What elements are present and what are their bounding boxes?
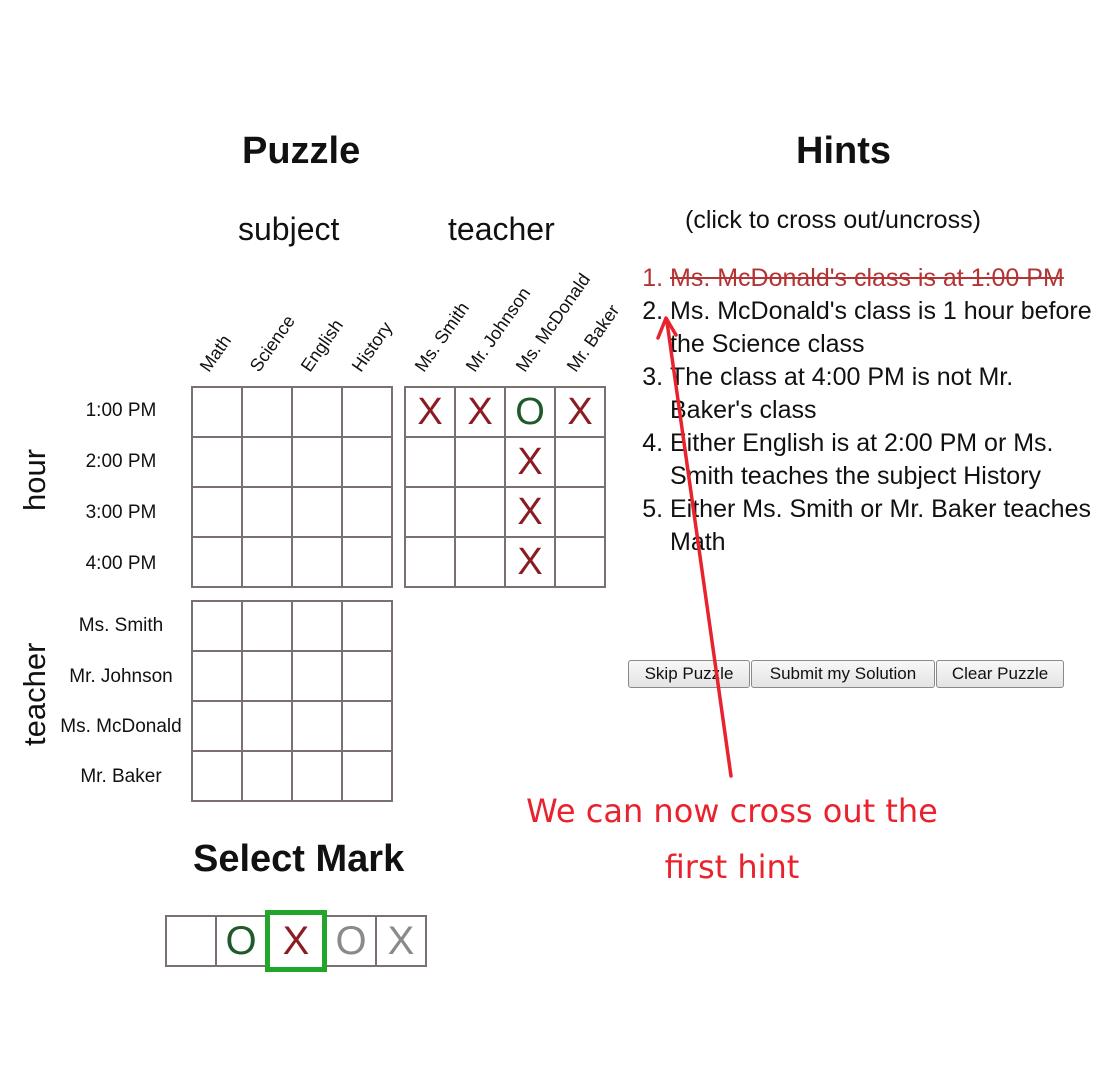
grid-cell[interactable] xyxy=(292,701,342,751)
row-label-ms-mcdonald: Ms. McDonald xyxy=(60,716,182,737)
grid-cell[interactable] xyxy=(342,751,392,801)
grid-cell[interactable] xyxy=(455,487,505,537)
hint-item[interactable]: Either Ms. Smith or Mr. Baker teaches Ma… xyxy=(670,493,1100,559)
blank-mark-option[interactable] xyxy=(165,915,217,967)
grid-cell[interactable] xyxy=(342,487,392,537)
grid-teacher-subject xyxy=(191,600,393,802)
grid-cell[interactable] xyxy=(192,751,242,801)
grid-cell[interactable]: O xyxy=(505,387,555,437)
grid-cell[interactable] xyxy=(242,701,292,751)
grid-cell[interactable] xyxy=(405,537,455,587)
row-label-mr-baker: Mr. Baker xyxy=(80,766,162,787)
gray-x-mark-option[interactable]: X xyxy=(375,915,427,967)
grid-cell[interactable] xyxy=(192,387,242,437)
grid-cell[interactable] xyxy=(405,487,455,537)
grid-cell[interactable] xyxy=(192,537,242,587)
skip-puzzle-button[interactable]: Skip Puzzle xyxy=(628,660,750,688)
grid-cell[interactable]: X xyxy=(455,387,505,437)
clear-puzzle-button[interactable]: Clear Puzzle xyxy=(936,660,1064,688)
grid-cell[interactable] xyxy=(555,487,605,537)
grid-cell[interactable] xyxy=(292,537,342,587)
x-mark-option[interactable]: X xyxy=(265,910,327,972)
grid-hour-subject xyxy=(191,386,393,588)
grid-cell[interactable] xyxy=(342,701,392,751)
grid-cell[interactable] xyxy=(292,651,342,701)
column-group-subject: subject xyxy=(238,211,340,247)
grid-cell[interactable] xyxy=(342,601,392,651)
grid-cell[interactable]: X xyxy=(555,387,605,437)
puzzle-title: Puzzle xyxy=(242,130,361,172)
grid-cell[interactable] xyxy=(242,387,292,437)
grid-cell[interactable] xyxy=(192,701,242,751)
grid-cell[interactable] xyxy=(242,437,292,487)
column-group-teacher: teacher xyxy=(448,211,555,247)
hint-item[interactable]: Ms. McDonald's class is at 1:00 PM xyxy=(670,262,1100,295)
grid-cell[interactable] xyxy=(342,537,392,587)
grid-cell[interactable] xyxy=(192,437,242,487)
annotation-text: We can now cross out the first hint xyxy=(526,792,938,886)
grid-cell[interactable] xyxy=(342,437,392,487)
submit-solution-button[interactable]: Submit my Solution xyxy=(751,660,935,688)
grid-cell[interactable]: X xyxy=(505,487,555,537)
grid-cell[interactable] xyxy=(292,751,342,801)
grid-cell[interactable]: X xyxy=(505,537,555,587)
grid-cell[interactable] xyxy=(342,387,392,437)
hints-subtitle: (click to cross out/uncross) xyxy=(685,206,981,234)
hint-item[interactable]: Ms. McDonald's class is 1 hour before th… xyxy=(670,295,1100,361)
grid-cell[interactable] xyxy=(242,651,292,701)
grid-cell[interactable] xyxy=(555,437,605,487)
row-label-4pm: 4:00 PM xyxy=(85,553,157,574)
grid-cell[interactable]: X xyxy=(405,387,455,437)
grid-cell[interactable] xyxy=(242,751,292,801)
grid-cell[interactable] xyxy=(192,487,242,537)
grid-cell[interactable] xyxy=(242,601,292,651)
hints-title: Hints xyxy=(796,130,891,172)
grid-cell[interactable] xyxy=(192,601,242,651)
grid-cell[interactable] xyxy=(342,651,392,701)
hint-item[interactable]: Either English is at 2:00 PM or Ms. Smit… xyxy=(670,427,1100,493)
row-label-mr-johnson: Mr. Johnson xyxy=(69,666,173,687)
row-label-3pm: 3:00 PM xyxy=(85,502,157,523)
hint-item[interactable]: The class at 4:00 PM is not Mr. Baker's … xyxy=(670,361,1100,427)
grid-cell[interactable] xyxy=(455,437,505,487)
grid-cell[interactable] xyxy=(555,537,605,587)
row-label-ms-smith: Ms. Smith xyxy=(78,615,164,636)
grid-cell[interactable]: X xyxy=(505,437,555,487)
grid-cell[interactable] xyxy=(292,601,342,651)
grid-cell[interactable] xyxy=(292,437,342,487)
grid-cell[interactable] xyxy=(292,387,342,437)
o-mark-option[interactable]: O xyxy=(215,915,267,967)
grid-cell[interactable] xyxy=(242,537,292,587)
grid-cell[interactable] xyxy=(405,437,455,487)
row-label-2pm: 2:00 PM xyxy=(85,451,157,472)
grid-cell[interactable] xyxy=(192,651,242,701)
select-mark-title: Select Mark xyxy=(193,838,405,880)
grid-cell[interactable] xyxy=(455,537,505,587)
grid-cell[interactable] xyxy=(292,487,342,537)
row-label-1pm: 1:00 PM xyxy=(85,400,157,421)
grid-cell[interactable] xyxy=(242,487,292,537)
